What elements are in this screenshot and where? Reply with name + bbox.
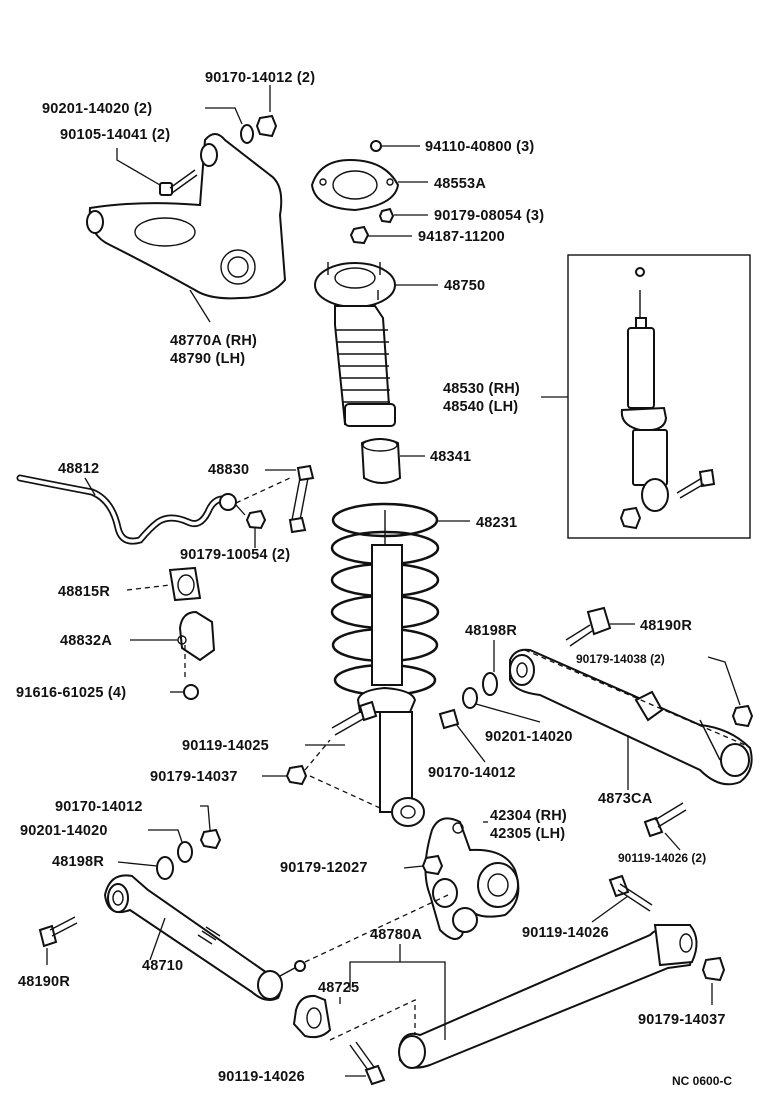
label-42304: 42304 (RH) <box>490 808 567 824</box>
label-48198r-right: 48198R <box>465 623 517 639</box>
bump-stopper-48341[interactable] <box>360 438 425 484</box>
shock-absorber-48530[interactable] <box>620 267 669 512</box>
upper-support-48750[interactable] <box>314 262 438 308</box>
label-48790: 48790 (LH) <box>170 351 245 367</box>
nut-90170-left[interactable] <box>199 805 222 850</box>
label-90119-14026-mid: 90119-14026 <box>522 925 609 941</box>
nut-90179-14037-right[interactable] <box>701 956 726 1005</box>
label-48190r-right: 48190R <box>640 618 692 634</box>
label-90201-top: 90201-14020 (2) <box>42 101 152 117</box>
coil-spring-strut <box>309 502 470 827</box>
label-48812: 48812 <box>58 461 99 477</box>
nut-90179-10054[interactable] <box>245 509 267 530</box>
bolt-48190r-left[interactable] <box>38 916 78 965</box>
label-48190r-left: 48190R <box>18 974 70 990</box>
washer-90201-top[interactable] <box>240 124 254 144</box>
label-48725: 48725 <box>318 980 359 996</box>
label-48530: 48530 (RH) <box>443 381 520 397</box>
label-90179-12027: 90179-12027 <box>280 860 368 876</box>
label-48770a: 48770A (RH) <box>170 333 257 349</box>
nut-90170-mid[interactable] <box>438 708 486 763</box>
label-48198r-left: 48198R <box>52 854 104 870</box>
label-90179-14037-left: 90179-14037 <box>150 769 238 785</box>
label-90170-mid: 90170-14012 <box>428 765 516 781</box>
upper-arm-group <box>86 85 287 323</box>
cushion-48198r-left[interactable] <box>117 856 174 880</box>
bolt-90105[interactable] <box>159 169 198 196</box>
label-48553a: 48553A <box>434 176 486 192</box>
tie-rod-48780a[interactable] <box>398 924 698 1069</box>
label-48231: 48231 <box>476 515 517 531</box>
label-48815r: 48815R <box>58 584 110 600</box>
bolt-90119-14026-x2[interactable] <box>643 802 687 851</box>
nut-90179-08054[interactable] <box>378 207 428 224</box>
stabilizer-bar-48812[interactable] <box>16 474 234 545</box>
label-90179-10054: 90179-10054 (2) <box>180 547 290 563</box>
dust-boot[interactable] <box>334 305 396 427</box>
label-90170-top: 90170-14012 (2) <box>205 70 315 86</box>
strut-body[interactable] <box>356 510 425 827</box>
label-90119-14026-bottom: 90119-14026 <box>218 1069 305 1085</box>
nut-90179-14038[interactable] <box>707 656 754 728</box>
bolt-inset[interactable] <box>676 468 716 499</box>
label-48710: 48710 <box>142 958 183 974</box>
lower-arm-48710[interactable] <box>103 874 306 1001</box>
mid-left-hardware <box>117 700 378 880</box>
label-90179-14037-right: 90179-14037 <box>638 1012 726 1028</box>
label-48540: 48540 (LH) <box>443 399 518 415</box>
label-48750: 48750 <box>444 278 485 294</box>
bushing-48725[interactable] <box>292 994 341 1039</box>
nut-94187[interactable] <box>349 225 412 245</box>
washer-90201-right[interactable] <box>462 687 541 723</box>
label-94187: 94187-11200 <box>418 229 505 245</box>
label-4873ca: 4873CA <box>598 791 653 807</box>
label-90201-right: 90201-14020 <box>485 729 573 745</box>
nut-94110[interactable] <box>370 140 420 152</box>
label-48830: 48830 <box>208 462 249 478</box>
label-48341: 48341 <box>430 449 471 465</box>
shock-absorber-inset <box>541 254 751 539</box>
bolt-90119-14026-bottom[interactable] <box>345 1041 386 1086</box>
label-91616: 91616-61025 (4) <box>16 685 126 701</box>
stabilizer-group <box>16 464 315 700</box>
label-90179-08054: 90179-08054 (3) <box>434 208 544 224</box>
bolt-48190r-right[interactable] <box>565 606 635 647</box>
label-90170-left: 90170-14012 <box>55 799 143 815</box>
link-48830[interactable] <box>235 464 315 534</box>
label-90105: 90105-14041 (2) <box>60 127 170 143</box>
right-arm-group <box>438 606 754 851</box>
label-48780a: 48780A <box>370 927 422 943</box>
label-90179-14038: 90179-14038 (2) <box>576 652 665 666</box>
label-42305: 42305 (LH) <box>490 826 565 842</box>
nut-90179-12027[interactable] <box>403 854 444 876</box>
label-90119-14025: 90119-14025 <box>182 738 269 754</box>
plate-48553a[interactable] <box>310 158 428 212</box>
nut-90170-top[interactable] <box>255 114 278 138</box>
upper-control-arm[interactable] <box>88 133 287 300</box>
diagram-code: NC 0600-C <box>672 1074 732 1088</box>
bushing-48815r[interactable] <box>126 566 202 602</box>
label-94110: 94110-40800 (3) <box>425 139 534 155</box>
bracket-48832a[interactable] <box>130 610 216 680</box>
bolt-90119-14026-mid[interactable] <box>591 874 653 923</box>
label-90119-14026-x2: 90119-14026 (2) <box>618 851 706 865</box>
label-48832a: 48832A <box>60 633 112 649</box>
label-90201-left: 90201-14020 <box>20 823 108 839</box>
top-mount-stack <box>310 140 438 484</box>
bolt-91616[interactable] <box>170 684 199 700</box>
cushion-48198r-right[interactable] <box>482 640 498 696</box>
bolt-90119-14025[interactable] <box>305 700 378 746</box>
nut-90179-14037-left[interactable] <box>262 739 331 786</box>
washer-90201-left[interactable] <box>148 829 193 863</box>
knuckle-42304[interactable] <box>424 817 520 940</box>
lower-arm-4873ca[interactable] <box>509 648 753 786</box>
nut-inset[interactable] <box>619 506 642 530</box>
